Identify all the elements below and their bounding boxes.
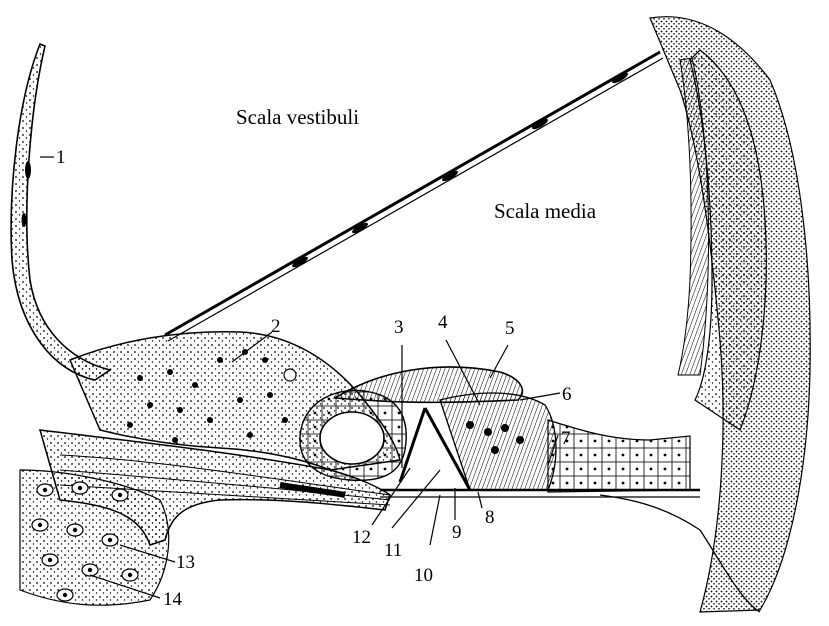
label-8: 8 xyxy=(485,507,495,528)
organ-of-corti xyxy=(300,390,690,492)
label-12: 12 xyxy=(352,527,371,548)
label-3: 3 xyxy=(394,317,404,338)
label-10: 10 xyxy=(414,565,433,586)
label-2: 2 xyxy=(271,316,281,337)
label-9: 9 xyxy=(452,522,462,543)
label-5: 5 xyxy=(505,318,515,339)
label-11: 11 xyxy=(384,540,402,561)
lateral-wall xyxy=(650,17,810,612)
region-label-scala-media: Scala media xyxy=(494,199,597,223)
label-13: 13 xyxy=(176,552,195,573)
label-6: 6 xyxy=(562,384,572,405)
label-4: 4 xyxy=(438,312,448,333)
left-wall xyxy=(11,44,110,380)
label-1: 1 xyxy=(56,147,66,168)
region-label-scala-vestibuli: Scala vestibuli xyxy=(236,105,359,129)
vestibular-membrane xyxy=(165,52,663,341)
label-7: 7 xyxy=(561,428,571,449)
label-14: 14 xyxy=(163,589,183,610)
